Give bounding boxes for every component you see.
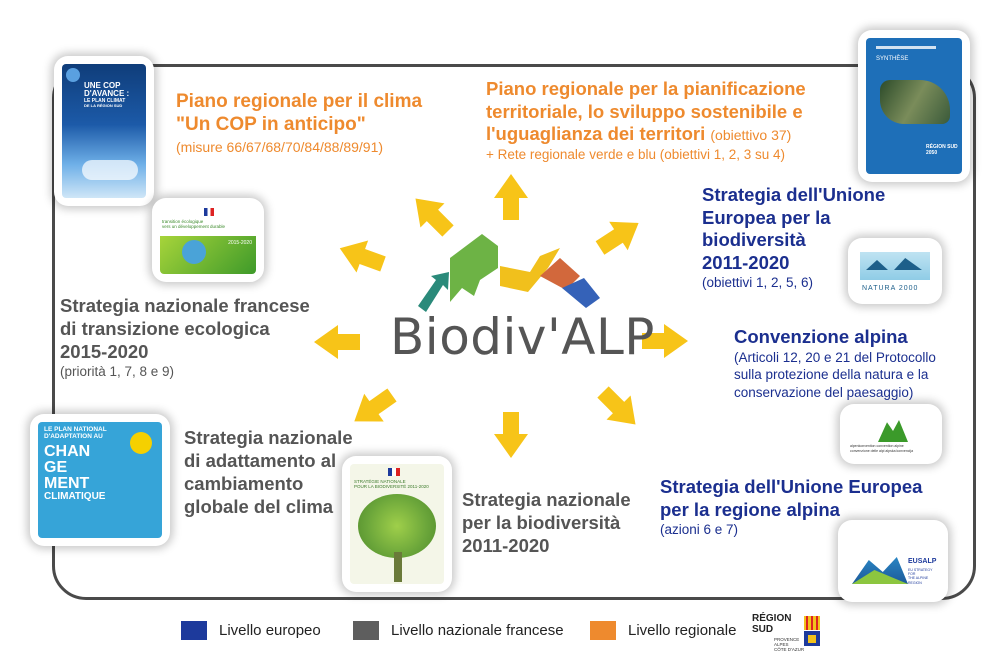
arrow-icon bbox=[403, 186, 461, 244]
legend-item-europeo: Livello europeo bbox=[181, 620, 321, 640]
mountain-peaks-logo bbox=[418, 234, 600, 312]
center-logo-text: Biodiv'ALP bbox=[390, 308, 655, 366]
legend-swatch bbox=[353, 620, 379, 640]
legend-item-regionale: Livello regionale bbox=[590, 620, 736, 640]
diagram-frame bbox=[52, 64, 976, 600]
alpine-convention-thumbnail: alpenkonvention convention alpine conven… bbox=[840, 404, 942, 464]
node-strategia-ue-regione-alpina: Strategia dell'Unione Europea per la reg… bbox=[660, 476, 923, 538]
transition-strategy-thumbnail: transition écologique vers un développem… bbox=[152, 198, 264, 282]
eusalp-thumbnail: EUSALP EU STRATEGY FOR THE ALPINE REGION bbox=[838, 520, 948, 602]
node-piano-territoriale-sub: + Rete regionale verde e blu (obiettivi … bbox=[486, 146, 786, 162]
region-flag-icon bbox=[804, 616, 820, 646]
node-strategia-ue-biodiversita-sub: (obiettivi 1, 2, 5, 6) bbox=[702, 275, 814, 291]
snb-thumbnail: STRATÉGIE NATIONALE POUR LA BIODIVERSITÉ… bbox=[342, 456, 452, 592]
node-strategia-nazionale-biodiversita: Strategia nazionale per la biodiversità … bbox=[462, 489, 631, 557]
cop-plan-thumbnail: UNE COP D'AVANCE : LE PLAN CLIMAT DE LA … bbox=[54, 56, 154, 206]
pnacc-thumbnail: LE PLAN NATIONAL D'ADAPTATION AU CHAN GE… bbox=[30, 414, 170, 546]
node-piano-clima-sub: (misure 66/67/68/70/84/88/89/91) bbox=[176, 139, 384, 156]
arrow-icon bbox=[494, 174, 528, 220]
legend-swatch bbox=[590, 620, 616, 640]
node-strategia-nazionale-adattamento: Strategia nazionale di adattamento al ca… bbox=[184, 427, 353, 518]
region-sud-logo: RÉGION SUD PROVENCE ALPES CÔTE D'AZUR bbox=[752, 612, 822, 652]
node-piano-clima: Piano regionale per il clima "Un COP in … bbox=[176, 91, 423, 156]
arrow-icon bbox=[590, 208, 648, 263]
arrow-icon bbox=[590, 379, 648, 437]
arrow-icon bbox=[333, 232, 389, 280]
legend-swatch bbox=[181, 620, 207, 640]
node-strategia-nazionale-transizione: Strategia nazionale francese di transizi… bbox=[60, 295, 310, 380]
sraddet-thumbnail: SYNTHÈSE RÉGION SUD 2050 bbox=[858, 30, 970, 182]
arrow-icon bbox=[314, 325, 360, 359]
arrow-icon bbox=[344, 381, 402, 436]
node-piano-territoriale: Piano regionale per la pianificazione te… bbox=[486, 78, 806, 164]
node-strategia-ue-biodiversita: Strategia dell'Unione Europea per la bio… bbox=[702, 184, 885, 292]
legend-item-nazionale: Livello nazionale francese bbox=[353, 620, 564, 640]
node-convenzione-alpina: Convenzione alpina (Articoli 12, 20 e 21… bbox=[734, 326, 936, 400]
natura-2000-thumbnail: NATURA 2000 bbox=[848, 238, 942, 304]
arrow-icon bbox=[494, 412, 528, 458]
